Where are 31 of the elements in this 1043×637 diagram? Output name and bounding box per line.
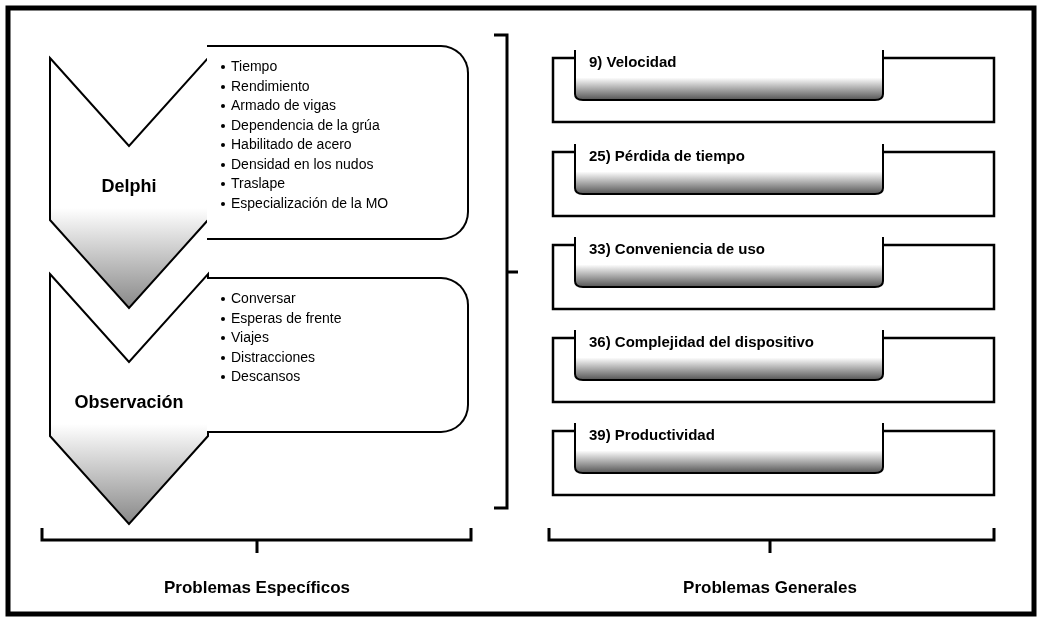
problem-label: 33) Conveniencia de uso bbox=[588, 240, 766, 257]
problem-label: 25) Pérdida de tiempo bbox=[588, 147, 746, 164]
list-panel bbox=[207, 45, 469, 240]
section-heading: Problemas Específicos bbox=[163, 578, 351, 598]
method-label: Observación bbox=[73, 392, 185, 413]
bullet-item: Armado de vigas bbox=[221, 96, 389, 116]
problem-box bbox=[553, 237, 994, 309]
bullet-item: Viajes bbox=[221, 328, 342, 348]
problem-label: 9) Velocidad bbox=[588, 53, 678, 70]
bullet-item: Especialización de la MO bbox=[221, 193, 389, 213]
list-panel bbox=[207, 277, 469, 433]
chevron-shape bbox=[50, 274, 208, 524]
bullet-item: Dependencia de la grúa bbox=[221, 115, 389, 135]
bullet-item: Tiempo bbox=[221, 57, 389, 77]
section-heading: Problemas Generales bbox=[683, 578, 857, 598]
problem-box bbox=[553, 330, 994, 402]
problem-box bbox=[553, 423, 994, 495]
bullet-item: Habilitado de acero bbox=[221, 135, 389, 155]
bullet-item: Densidad en los nudos bbox=[221, 154, 389, 174]
bullet-item: Traslape bbox=[221, 174, 389, 194]
method-label: Delphi bbox=[100, 176, 158, 197]
problem-label: 36) Complejidad del dispositivo bbox=[588, 333, 816, 350]
bullet-item: Distracciones bbox=[221, 347, 342, 367]
bullet-item: Descansos bbox=[221, 367, 342, 387]
bullet-item: Conversar bbox=[221, 289, 342, 309]
problem-box bbox=[553, 50, 994, 122]
bullet-item: Esperas de frente bbox=[221, 308, 342, 328]
problem-label: 39) Productividad bbox=[588, 426, 716, 443]
chevron-shape bbox=[50, 58, 208, 308]
problem-box bbox=[553, 144, 994, 216]
bullet-item: Rendimiento bbox=[221, 76, 389, 96]
